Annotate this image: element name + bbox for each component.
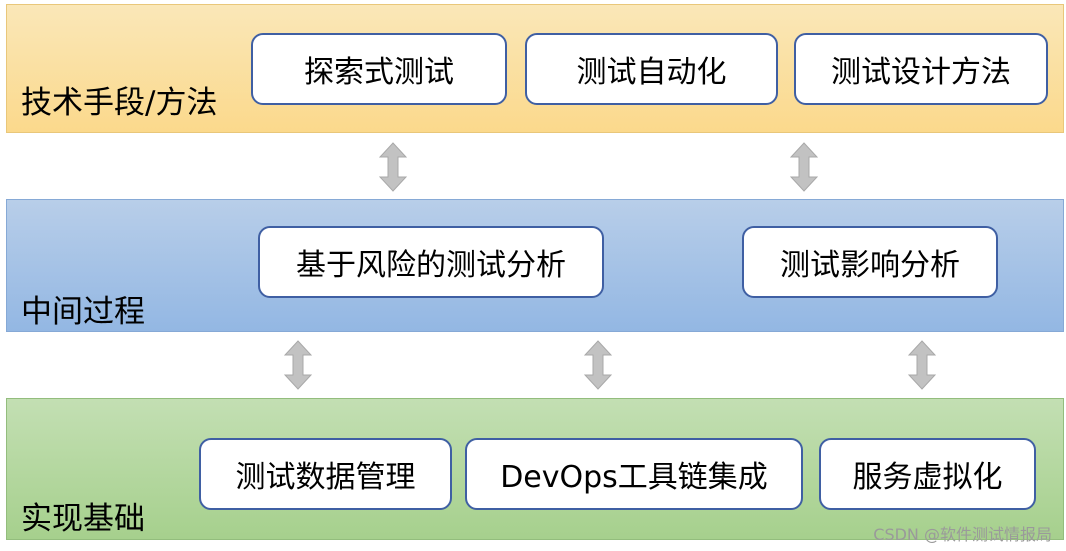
box-test-data-management: 测试数据管理 [199, 438, 452, 510]
watermark: CSDN @软件测试情报局 [873, 525, 1052, 544]
box-exploratory-testing: 探索式测试 [251, 33, 507, 105]
box-risk-based-test-analysis: 基于风险的测试分析 [258, 226, 604, 298]
box-test-automation: 测试自动化 [525, 33, 778, 105]
layer-label-intermediate-process: 中间过程 [21, 294, 145, 330]
double-arrow-icon [584, 340, 612, 390]
double-arrow-icon [284, 340, 312, 390]
layer-label-implementation-foundation: 实现基础 [21, 501, 145, 537]
box-test-design-methods: 测试设计方法 [794, 33, 1048, 105]
double-arrow-icon [790, 142, 818, 192]
layer-label-technical-methods: 技术手段/方法 [21, 85, 218, 121]
double-arrow-icon [908, 340, 936, 390]
box-service-virtualization: 服务虚拟化 [819, 438, 1036, 510]
double-arrow-icon [379, 142, 407, 192]
box-test-impact-analysis: 测试影响分析 [742, 226, 998, 298]
box-devops-toolchain-integration: DevOps工具链集成 [465, 438, 803, 510]
